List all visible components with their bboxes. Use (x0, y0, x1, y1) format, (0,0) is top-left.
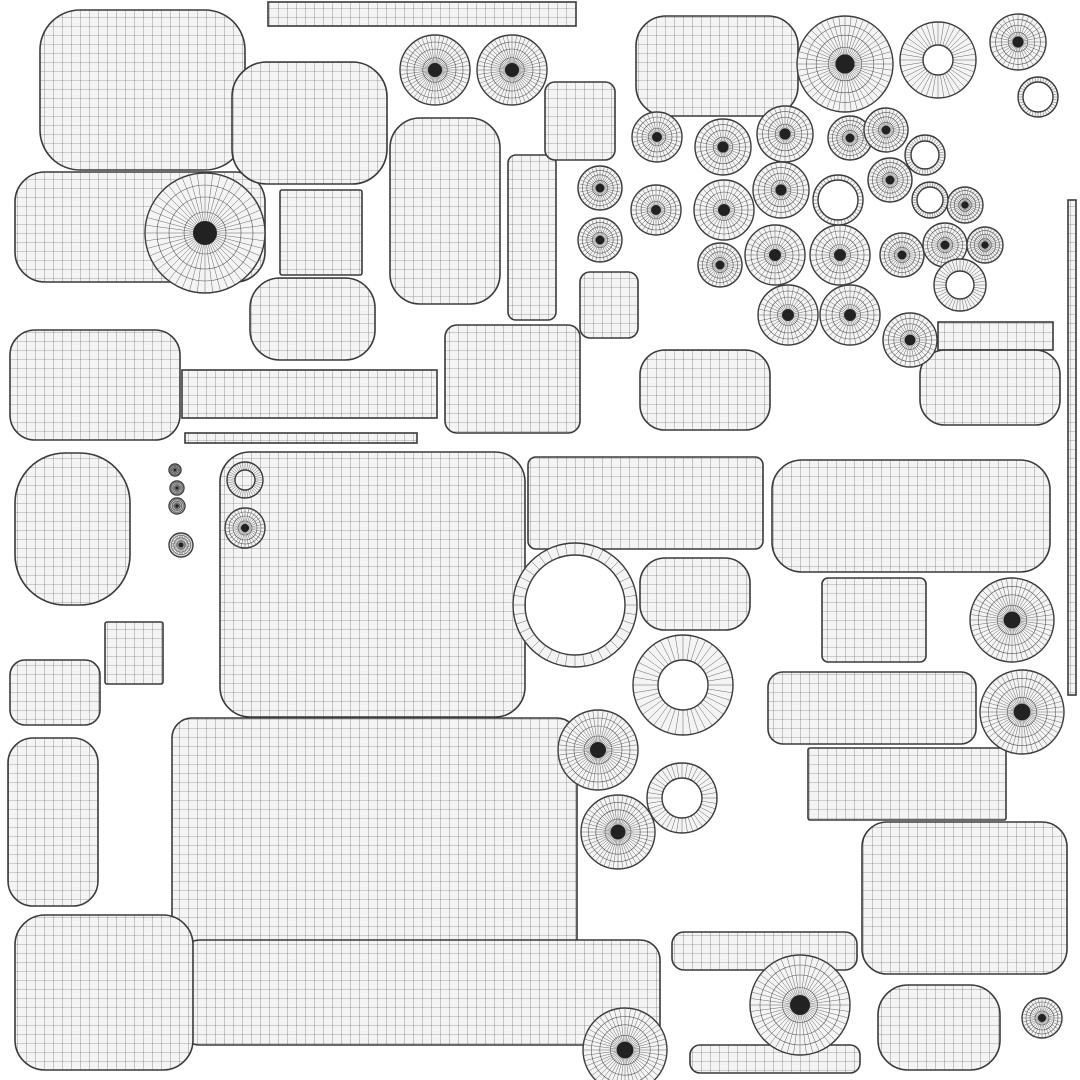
mesh-island (579, 271, 639, 339)
mesh-island (544, 81, 616, 161)
radial-island (169, 480, 185, 496)
mesh-island (104, 621, 164, 685)
radial-island (168, 497, 186, 515)
radial-island (1021, 997, 1063, 1039)
mesh-island (219, 451, 526, 718)
mesh-island (771, 459, 1051, 573)
radial-island (989, 13, 1047, 71)
radial-island (697, 242, 743, 288)
mesh-island (39, 9, 246, 171)
radial-island (168, 532, 194, 558)
radial-island (694, 118, 752, 176)
ring-island (812, 174, 864, 226)
radial-island (863, 107, 909, 153)
mesh-island (249, 277, 376, 361)
mesh-island (9, 329, 181, 441)
radial-island (749, 954, 851, 1056)
mesh-island (639, 557, 751, 631)
radial-island (946, 186, 984, 224)
mesh-island (279, 189, 363, 276)
radial-island (752, 161, 810, 219)
mesh-island (639, 349, 771, 431)
ring-island (632, 634, 734, 736)
mesh-island (184, 432, 418, 444)
mesh-island (444, 324, 581, 434)
mesh-island (919, 349, 1061, 426)
radial-island (809, 224, 871, 286)
ring-island (512, 542, 638, 668)
radial-island (922, 222, 968, 268)
mesh-island (14, 452, 131, 606)
mesh-island (507, 154, 557, 321)
mesh-island (807, 747, 1007, 821)
radial-island (631, 111, 683, 163)
mesh-island (937, 321, 1054, 351)
radial-island (969, 577, 1055, 663)
ring-island (1017, 76, 1059, 118)
mesh-island (7, 737, 99, 907)
radial-island (757, 284, 819, 346)
ring-island (933, 258, 987, 312)
mesh-island (689, 1044, 861, 1074)
mesh-island (1067, 199, 1077, 696)
radial-island (224, 507, 266, 549)
mesh-island (231, 61, 388, 185)
mesh-island (9, 659, 101, 726)
radial-island (168, 463, 182, 477)
ring-island (904, 134, 946, 176)
ring-island (646, 762, 718, 834)
ring-island (226, 461, 264, 499)
radial-island (476, 34, 548, 106)
ring-island (911, 181, 949, 219)
radial-island (144, 172, 266, 294)
mesh-island (181, 369, 438, 419)
radial-island (867, 157, 913, 203)
radial-island (399, 34, 471, 106)
radial-island (744, 224, 806, 286)
radial-island (756, 105, 814, 163)
radial-island (577, 217, 623, 263)
mesh-island (389, 117, 501, 305)
mesh-island (821, 577, 927, 663)
mesh-island (14, 914, 194, 1071)
radial-island (827, 115, 873, 161)
mesh-island (267, 1, 577, 27)
radial-island (979, 669, 1065, 755)
mesh-island (171, 717, 578, 959)
radial-island (630, 184, 682, 236)
radial-island (882, 312, 938, 368)
uv-islands (7, 1, 1077, 1080)
mesh-island (635, 15, 799, 117)
radial-island (577, 165, 623, 211)
radial-island (796, 15, 894, 113)
radial-island (693, 179, 755, 241)
radial-island (966, 226, 1004, 264)
radial-island (582, 1007, 668, 1080)
radial-island (580, 794, 656, 870)
ring-island (899, 21, 977, 99)
radial-island (879, 232, 925, 278)
mesh-island (861, 821, 1068, 975)
mesh-island (527, 456, 764, 550)
radial-island (557, 709, 639, 791)
mesh-island (767, 671, 977, 745)
radial-island (819, 284, 881, 346)
mesh-island (877, 984, 1001, 1071)
